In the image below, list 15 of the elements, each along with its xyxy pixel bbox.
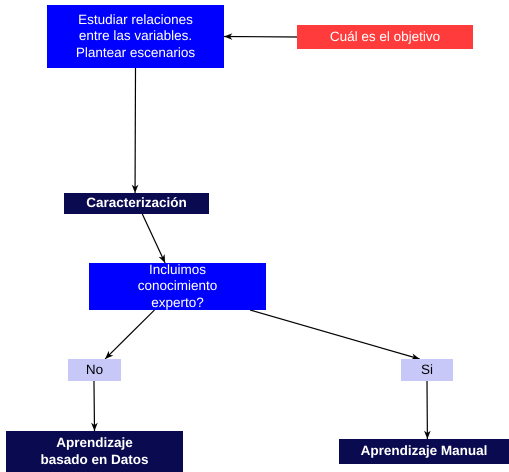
- process-box: Incluimos conocimiento experto?: [89, 263, 266, 310]
- arrow: [250, 309, 420, 360]
- arrow: [424, 381, 431, 439]
- result-box: Caracterización: [64, 193, 209, 214]
- result-box: Aprendizaje Manual: [339, 439, 509, 464]
- result-box: Aprendizaje basado en Datos: [6, 431, 183, 472]
- arrow: [91, 381, 98, 431]
- arrow: [224, 33, 297, 40]
- arrow: [104, 310, 155, 360]
- arrow: [132, 68, 138, 193]
- option-box: Si: [401, 359, 453, 381]
- option-box: No: [68, 359, 121, 381]
- process-box: Estudiar relaciones entre las variables. Plantear escenarios: [47, 5, 224, 68]
- goal-box: Cuál es el objetivo: [297, 25, 473, 49]
- arrow: [142, 214, 166, 264]
